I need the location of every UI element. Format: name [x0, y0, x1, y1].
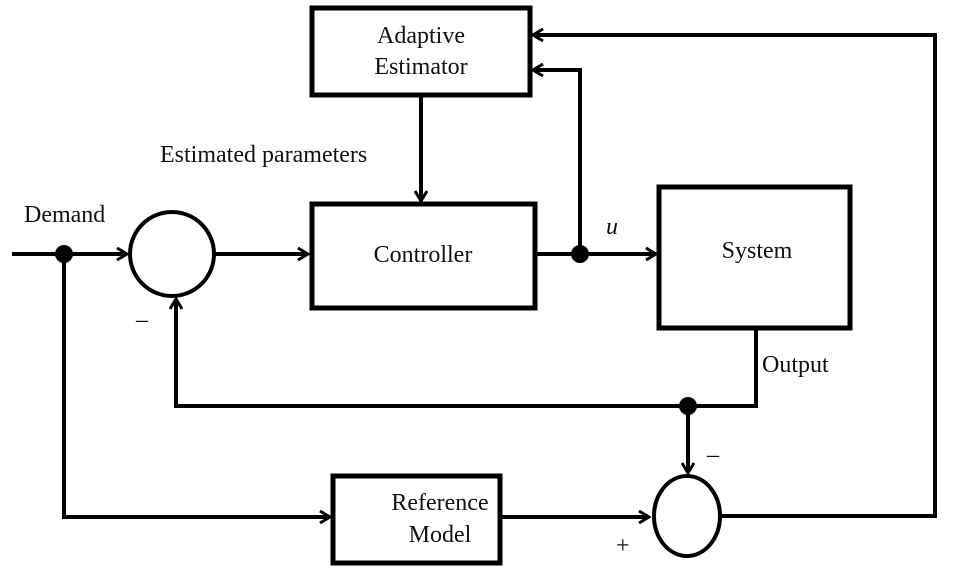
error-to-estimator-line: [534, 35, 937, 518]
sum1-minus-sign: –: [135, 307, 149, 333]
adaptive-estimator-label-line1: Adaptive: [377, 23, 465, 49]
sum2-minus-sign: –: [706, 442, 720, 468]
adaptive-estimator-label-line2: Estimator: [374, 54, 467, 80]
reference-model-label-line1: Reference: [391, 490, 488, 516]
reference-model-label-line2: Model: [409, 522, 472, 548]
demand-label: Demand: [24, 202, 105, 228]
output-junction-dot: [679, 397, 697, 415]
demand-to-reference-line: [62, 254, 329, 517]
system-label: System: [722, 238, 793, 264]
output-feedback-line: [176, 300, 758, 408]
controller-label: Controller: [374, 242, 473, 268]
output-label: Output: [762, 352, 829, 378]
reference-model-block: Reference Model: [330, 473, 503, 566]
demand-junction-dot: [55, 245, 73, 263]
summing-junction-2: [652, 474, 722, 558]
controller-block: Controller: [309, 201, 538, 311]
control-to-estimator-line: [534, 70, 582, 254]
estimated-parameters-label: Estimated parameters: [160, 142, 367, 168]
sum2-plus-sign: +: [616, 533, 630, 559]
control-junction-dot: [571, 245, 589, 263]
system-block: System: [656, 184, 853, 331]
adaptive-estimator-block: Adaptive Estimator: [309, 5, 533, 98]
summing-junction-1: [128, 210, 216, 298]
control-signal-label: u: [606, 214, 618, 240]
